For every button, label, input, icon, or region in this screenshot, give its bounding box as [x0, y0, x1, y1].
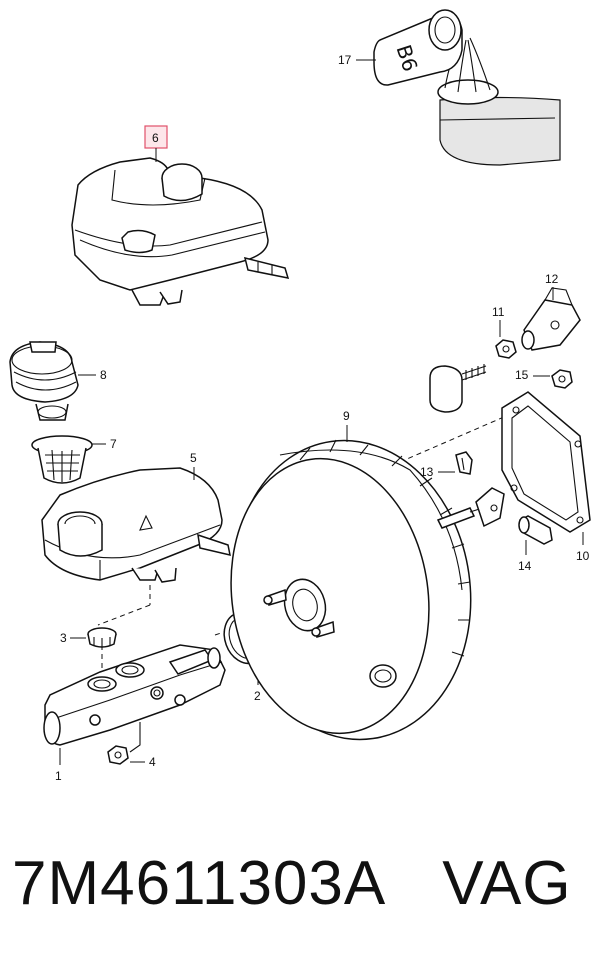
cap-with-sensor-part-8: [9, 341, 79, 421]
callout-8: 8: [78, 368, 107, 382]
callout-1-label: 1: [55, 769, 62, 783]
reservoir-assembly-part-5: [41, 467, 231, 583]
callout-12-label: 12: [545, 272, 559, 286]
nut-part-15: [551, 369, 573, 389]
callout-8-label: 8: [100, 368, 107, 382]
callout-7-label: 7: [110, 437, 117, 451]
master-cylinder-part-1: [43, 644, 226, 746]
bolt-part-14: [518, 515, 553, 545]
callout-15: 15: [515, 368, 550, 382]
brake-fluid-bottle-part-17: B6: [373, 9, 561, 166]
callout-1: 1: [55, 748, 62, 783]
callout-5-label: 5: [190, 451, 197, 465]
callout-9-label: 9: [343, 409, 350, 423]
callout-5: 5: [190, 451, 197, 480]
brake-booster-part-9: [230, 439, 493, 741]
callout-2-label: 2: [254, 689, 261, 703]
callout-17: 17: [338, 53, 376, 67]
assembly-line-reservoir-2: [97, 604, 151, 626]
nut-part-4: [107, 722, 141, 765]
callout-12: 12: [545, 272, 559, 300]
callout-6: 6: [144, 125, 168, 162]
boot-sleeve: [429, 364, 487, 413]
callout-17-label: 17: [338, 53, 352, 67]
callout-9: 9: [343, 409, 350, 442]
grommet-part-3: [87, 627, 117, 648]
brake-fluid-reservoir-part-6: [71, 157, 290, 306]
callout-10: 10: [576, 532, 590, 563]
callout-13-label: 13: [420, 465, 434, 479]
callout-10-label: 10: [576, 549, 590, 563]
clevis-part-12: [521, 287, 581, 351]
callout-3-label: 3: [60, 631, 67, 645]
pushrod-clevis: [475, 487, 505, 528]
assembly-line-pushrod: [399, 409, 521, 463]
part-number-text: 7M4611303A: [12, 849, 387, 918]
strainer-part-7: [31, 435, 93, 484]
clip-part-13: [455, 451, 473, 475]
callout-14-label: 14: [518, 559, 532, 573]
callout-15-label: 15: [515, 368, 529, 382]
callout-4: 4: [130, 755, 156, 769]
callout-11: 11: [492, 305, 505, 337]
callout-6-label: 6: [152, 131, 159, 145]
callout-13: 13: [420, 465, 455, 479]
callout-14: 14: [518, 540, 532, 573]
callout-3: 3: [60, 631, 86, 645]
callout-4-label: 4: [149, 755, 156, 769]
gasket-part-10: [501, 391, 591, 533]
part-number-caption: 7M4611303A VAG: [12, 848, 572, 919]
callout-11-label: 11: [492, 305, 505, 319]
nut-part-11: [495, 339, 517, 359]
brand-text: VAG: [442, 849, 572, 918]
callout-7: 7: [92, 437, 117, 451]
